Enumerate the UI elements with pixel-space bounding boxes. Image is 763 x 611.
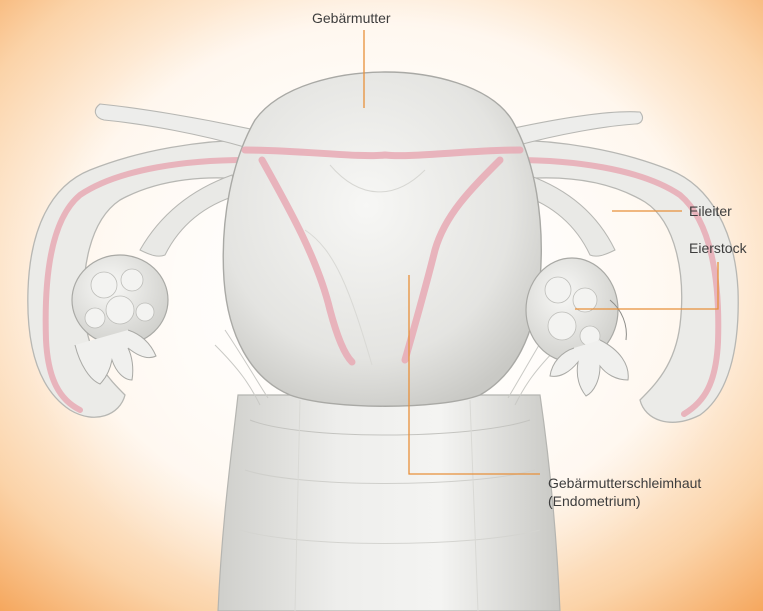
label-endometrium-line2: (Endometrium) (548, 492, 701, 510)
label-fallopian-tube: Eileiter (689, 202, 732, 220)
label-endometrium-line1: Gebärmutterschleimhaut (548, 474, 701, 492)
uterus-body (223, 72, 541, 406)
label-uterus: Gebärmutter (312, 9, 391, 27)
label-ovary: Eierstock (689, 239, 747, 257)
label-endometrium: Gebärmutterschleimhaut (Endometrium) (548, 474, 701, 510)
